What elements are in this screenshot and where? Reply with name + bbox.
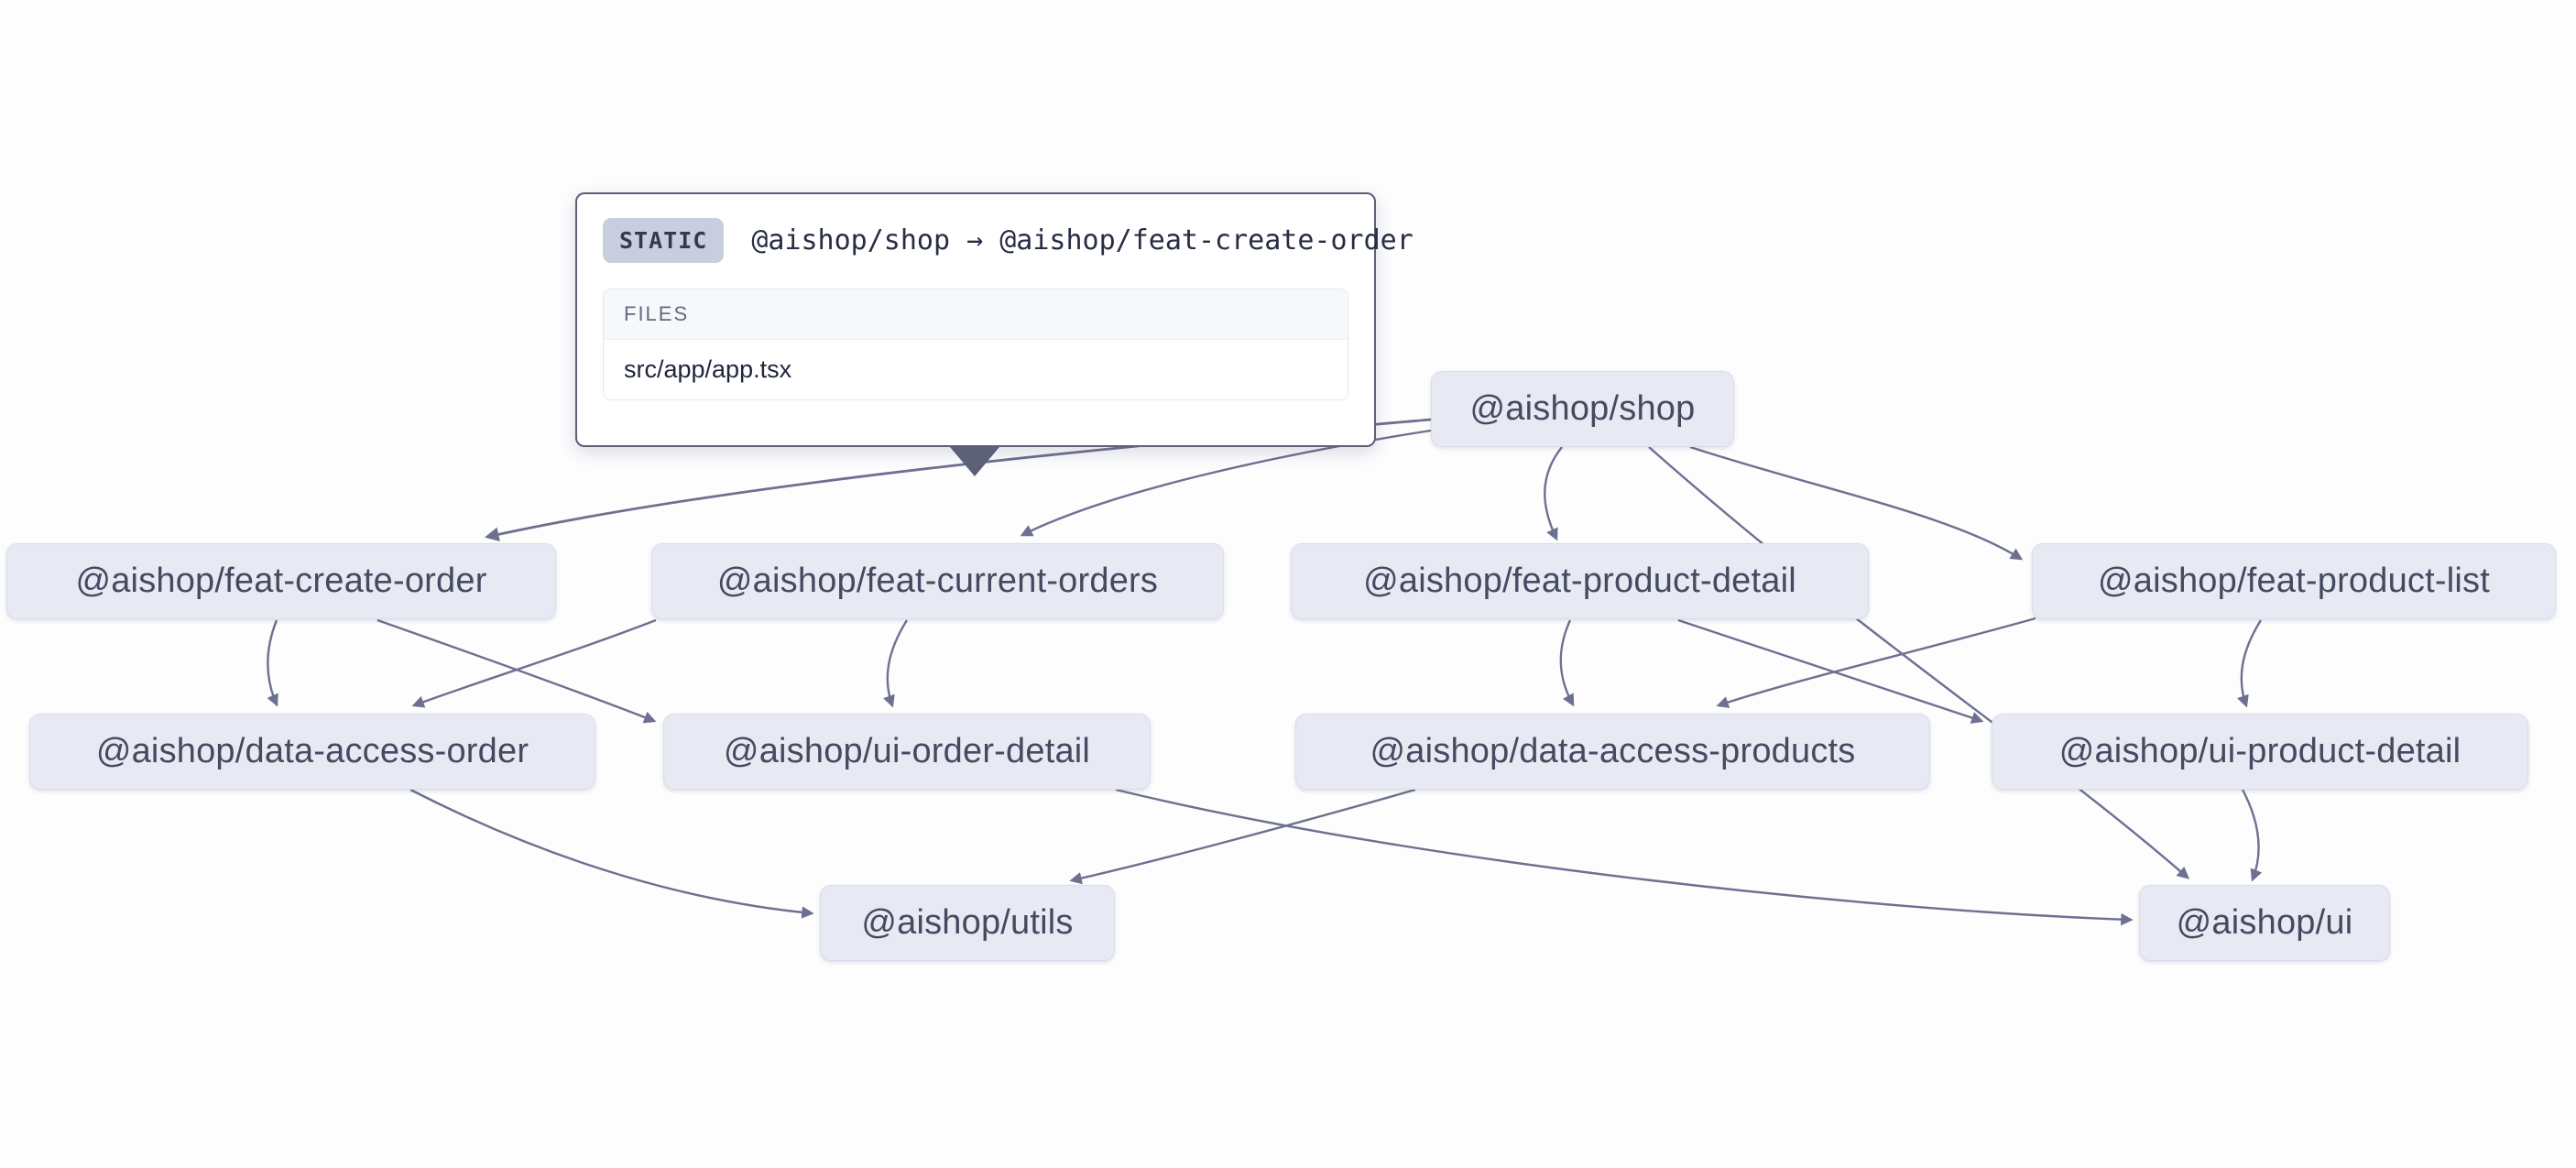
- edge-feat-product-list-to-data-access-products[interactable]: [1716, 617, 2036, 708]
- graph-node-feat-product-list[interactable]: @aishop/feat-product-list: [2032, 543, 2556, 619]
- edge-ui-order-detail-to-ui[interactable]: [1115, 788, 2134, 926]
- edge-file-row: src/app/app.tsx: [604, 340, 1348, 399]
- graph-node-shop[interactable]: @aishop/shop: [1431, 371, 1734, 447]
- graph-node-feat-product-detail[interactable]: @aishop/feat-product-detail: [1291, 543, 1869, 619]
- edge-feat-current-orders-to-data-access-order[interactable]: [411, 618, 657, 708]
- edge-tooltip-caret-icon: [950, 447, 999, 476]
- edge-file-list: src/app/app.tsx: [604, 340, 1348, 399]
- edge-feat-create-order-to-ui-order-detail[interactable]: [377, 618, 657, 724]
- graph-node-ui[interactable]: @aishop/ui: [2139, 885, 2390, 961]
- edge-type-badge: STATIC: [603, 218, 725, 263]
- graph-node-feat-current-orders[interactable]: @aishop/feat-current-orders: [651, 543, 1224, 619]
- edge-feat-product-list-to-ui-product-detail[interactable]: [2237, 619, 2263, 708]
- edge-shop-to-ui[interactable]: [1648, 446, 2190, 879]
- edge-tooltip: STATIC @aishop/shop → @aishop/feat-creat…: [575, 192, 1414, 447]
- graph-node-ui-product-detail[interactable]: @aishop/ui-product-detail: [1992, 714, 2528, 790]
- edge-feat-create-order-to-data-access-order[interactable]: [267, 619, 278, 707]
- graph-node-data-access-order[interactable]: @aishop/data-access-order: [29, 714, 595, 790]
- edge-feat-product-detail-to-ui-product-detail[interactable]: [1677, 618, 1984, 724]
- graph-node-data-access-products[interactable]: @aishop/data-access-products: [1295, 714, 1930, 790]
- edge-shop-to-feat-product-list[interactable]: [1689, 445, 2024, 561]
- edge-data-access-order-to-utils[interactable]: [409, 788, 814, 919]
- edge-feat-current-orders-to-ui-order-detail[interactable]: [883, 619, 909, 708]
- edge-data-access-products-to-utils[interactable]: [1069, 788, 1416, 885]
- edge-shop-to-feat-product-detail[interactable]: [1544, 446, 1563, 541]
- edge-feat-product-detail-to-data-access-products[interactable]: [1559, 619, 1575, 707]
- edge-ui-product-detail-to-ui[interactable]: [2241, 789, 2263, 882]
- edge-files-header: FILES: [604, 289, 1348, 340]
- edge-tooltip-header: STATIC @aishop/shop → @aishop/feat-creat…: [603, 218, 1414, 263]
- graph-node-ui-order-detail[interactable]: @aishop/ui-order-detail: [663, 714, 1151, 790]
- graph-node-utils[interactable]: @aishop/utils: [820, 885, 1115, 961]
- edge-files-box: FILES src/app/app.tsx: [603, 289, 1348, 400]
- edge-tooltip-title: @aishop/shop → @aishop/feat-create-order: [751, 224, 1414, 257]
- graph-node-feat-create-order[interactable]: @aishop/feat-create-order: [6, 543, 556, 619]
